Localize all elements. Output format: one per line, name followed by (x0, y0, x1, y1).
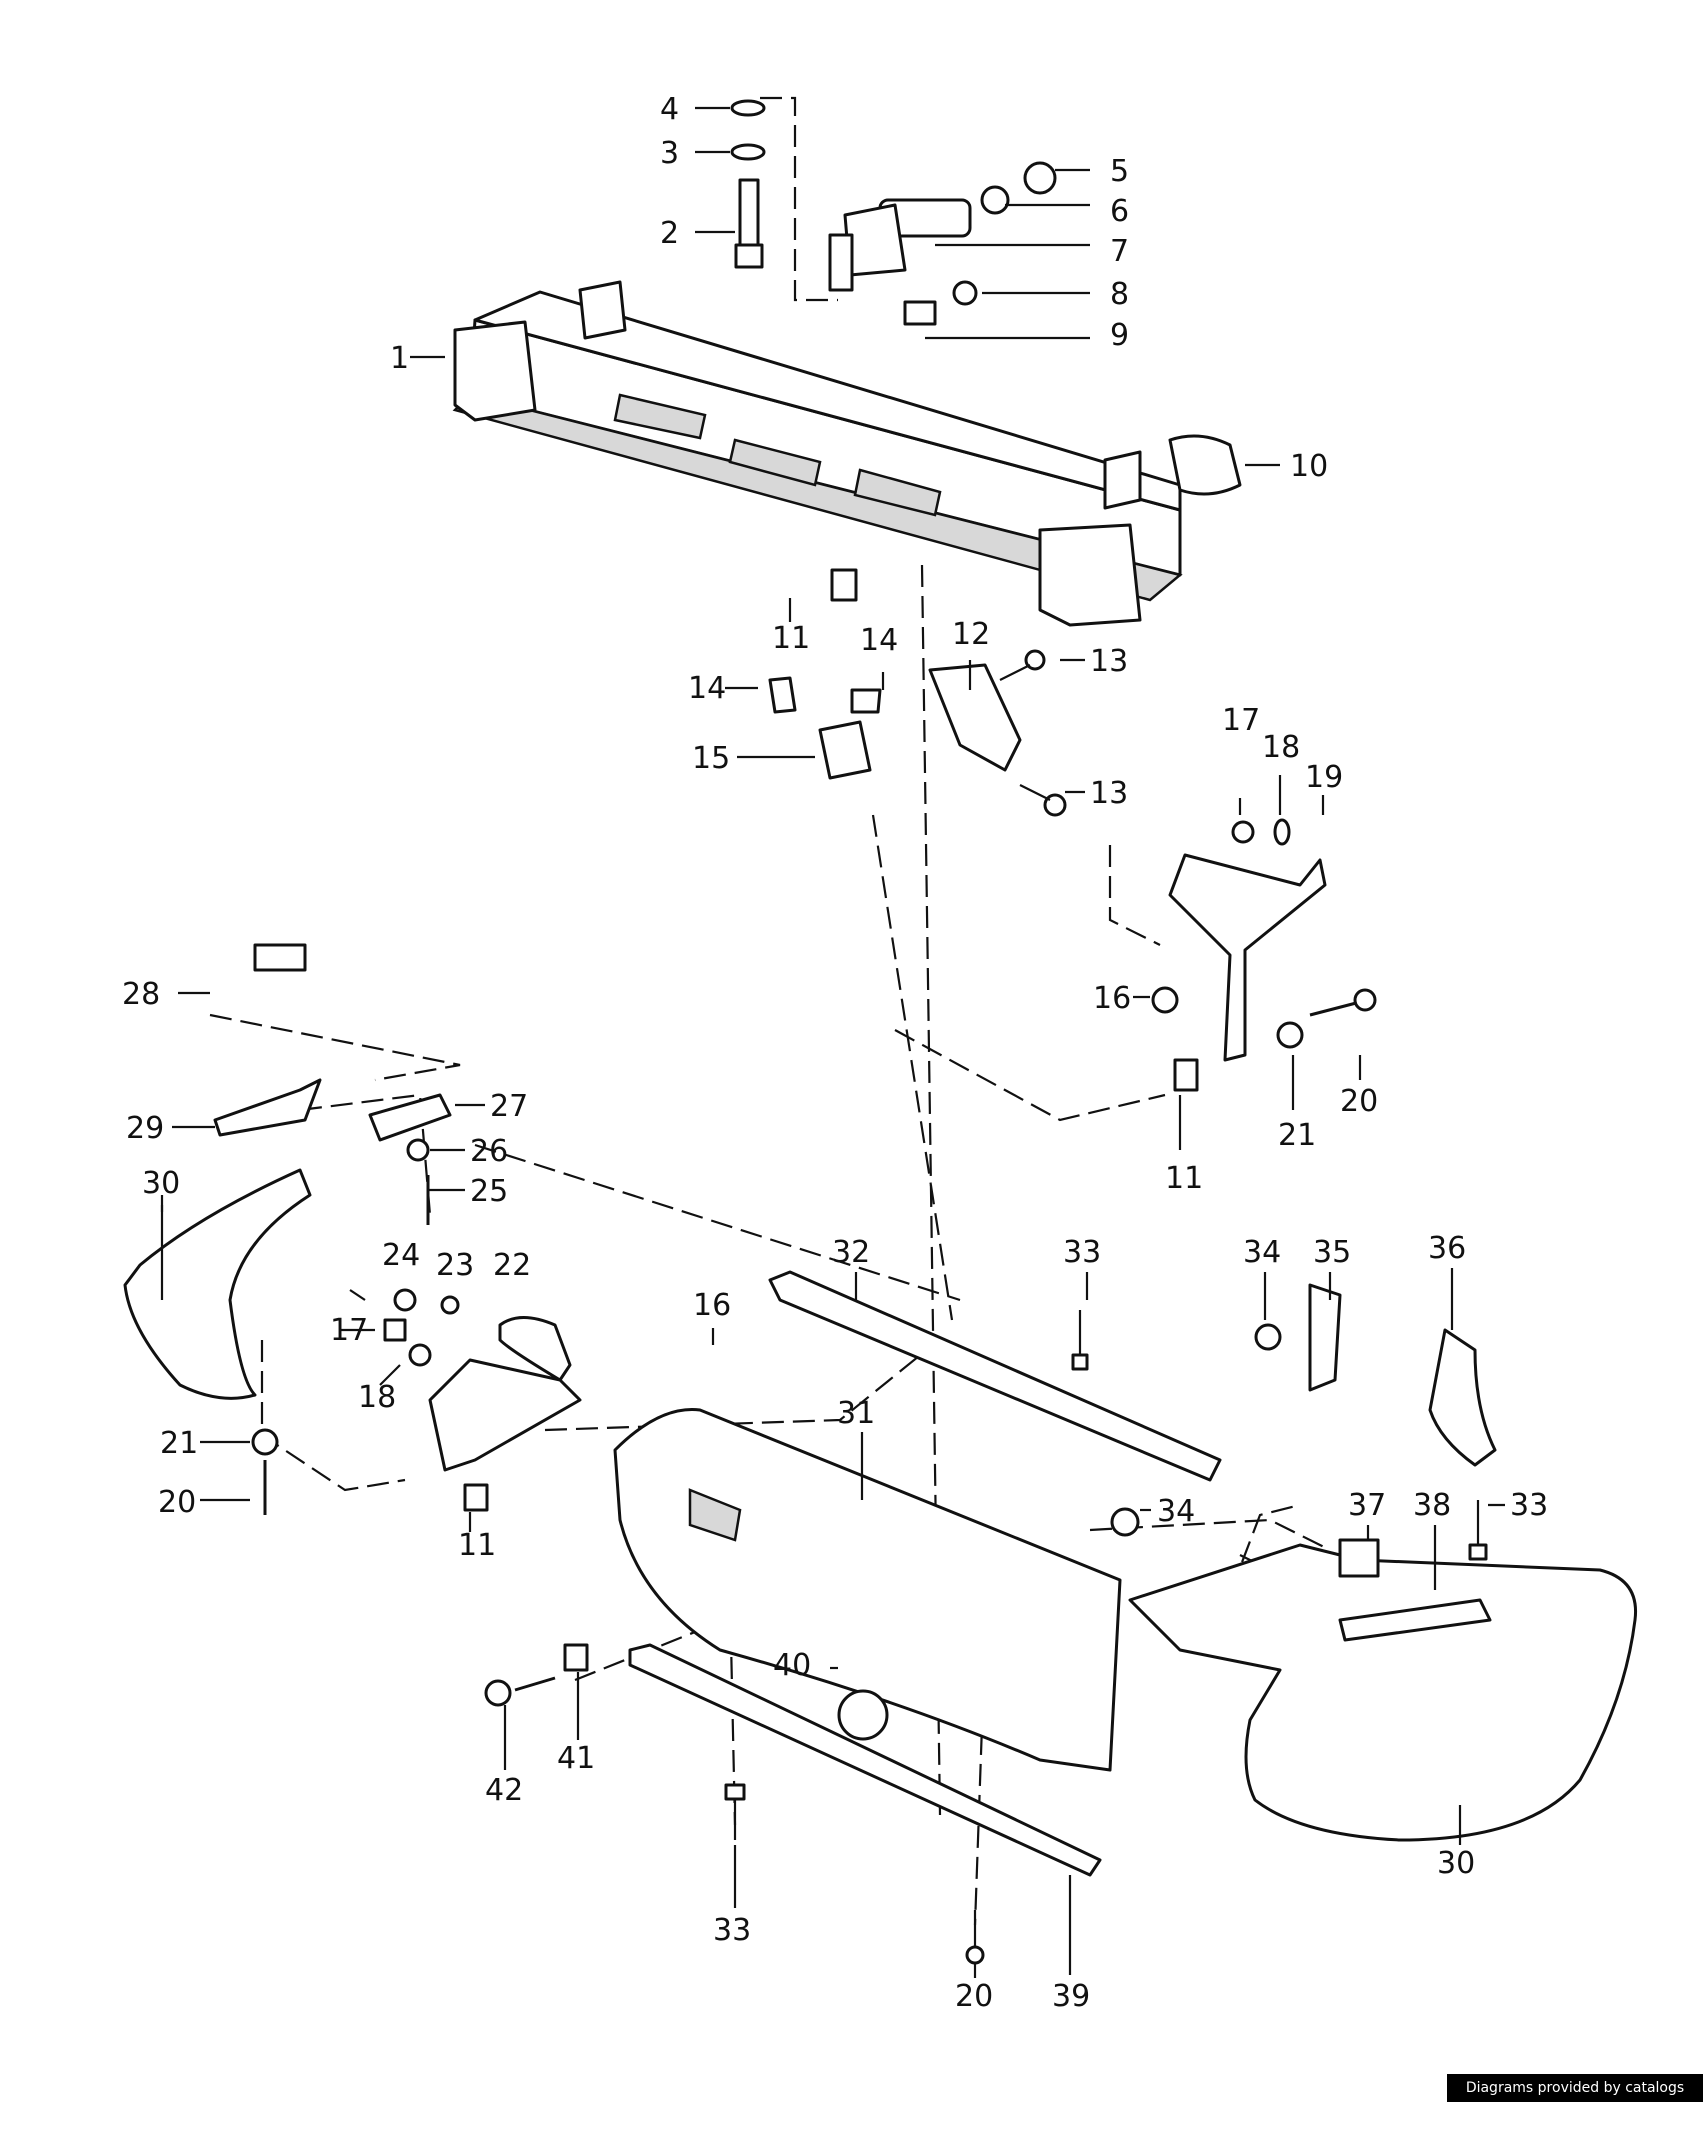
mid-brackets (768, 568, 1067, 817)
callout-labels: 4 3 2 1 5 6 7 8 9 10 11 12 13 14 14 15 1… (122, 92, 1548, 2014)
callout-label: 33 (1063, 1235, 1101, 1270)
hardware-top (730, 99, 1057, 326)
clip-part (1168, 434, 1242, 496)
callout-label: 4 (660, 92, 679, 127)
callout-label: 34 (1243, 1235, 1281, 1270)
right-mount (1151, 818, 1377, 1092)
bumper-carrier (452, 280, 1183, 627)
callout-label: 41 (557, 1741, 595, 1776)
callout-label: 39 (1052, 1979, 1090, 2014)
callout-label: 16 (693, 1288, 731, 1323)
bumper-end-right (1128, 1283, 1638, 1842)
callout-label: 6 (1110, 194, 1129, 229)
callout-label: 21 (1278, 1118, 1316, 1153)
callout-label: 27 (490, 1089, 528, 1124)
callout-label: 1 (390, 341, 409, 376)
callout-label: 14 (688, 671, 726, 706)
callout-label: 40 (773, 1648, 811, 1683)
callout-label: 5 (1110, 154, 1129, 189)
callout-label: 33 (1510, 1488, 1548, 1523)
callout-label: 9 (1110, 318, 1129, 353)
callout-label: 24 (382, 1238, 420, 1273)
leader-lines (160, 106, 1362, 1212)
callout-label: 23 (436, 1248, 474, 1283)
callout-label: 37 (1348, 1488, 1386, 1523)
callout-label: 33 (713, 1913, 751, 1948)
callout-label: 20 (1340, 1084, 1378, 1119)
callout-label: 18 (358, 1380, 396, 1415)
callout-label: 26 (470, 1134, 508, 1169)
callout-label: 34 (1157, 1494, 1195, 1529)
callout-label: 17 (1222, 703, 1260, 738)
callout-label: 36 (1428, 1231, 1466, 1266)
callout-label: 7 (1110, 234, 1129, 269)
screws (724, 664, 1488, 1965)
diagram-credit: Diagrams provided by catalogs parts (1447, 2074, 1703, 2124)
callout-label: 2 (660, 216, 679, 251)
callout-label: 22 (493, 1248, 531, 1283)
callout-label: 32 (832, 1235, 870, 1270)
callout-label: 15 (692, 741, 730, 776)
upper-rail (768, 1270, 1222, 1482)
callout-label: 31 (837, 1396, 875, 1431)
callout-label: 10 (1290, 449, 1328, 484)
lower-rail (484, 1323, 1282, 1877)
callout-label: 28 (122, 977, 160, 1012)
callout-label: 42 (485, 1773, 523, 1808)
callout-label: 14 (860, 623, 898, 658)
callout-label: 13 (1090, 644, 1128, 679)
callout-label: 30 (1437, 1846, 1475, 1881)
callout-label: 18 (1262, 730, 1300, 765)
callout-label: 16 (1093, 981, 1131, 1016)
callout-label: 3 (660, 136, 679, 171)
callout-label: 19 (1305, 760, 1343, 795)
callout-label: 11 (1165, 1161, 1203, 1196)
callout-label: 29 (126, 1111, 164, 1146)
callout-label: 25 (470, 1174, 508, 1209)
callout-label: 20 (158, 1485, 196, 1520)
callout-label: 11 (772, 621, 810, 656)
callout-label: 12 (952, 617, 990, 652)
callout-label: 38 (1413, 1488, 1451, 1523)
leader-lines-lower (160, 1205, 1505, 1978)
callout-label: 13 (1090, 776, 1128, 811)
callout-label: 35 (1313, 1235, 1351, 1270)
left-side (123, 943, 582, 1515)
callout-label: 20 (955, 1979, 993, 2014)
callout-label: 21 (160, 1426, 198, 1461)
callout-label: 30 (142, 1166, 180, 1201)
callout-label: 11 (458, 1528, 496, 1563)
callout-label: 8 (1110, 277, 1129, 312)
